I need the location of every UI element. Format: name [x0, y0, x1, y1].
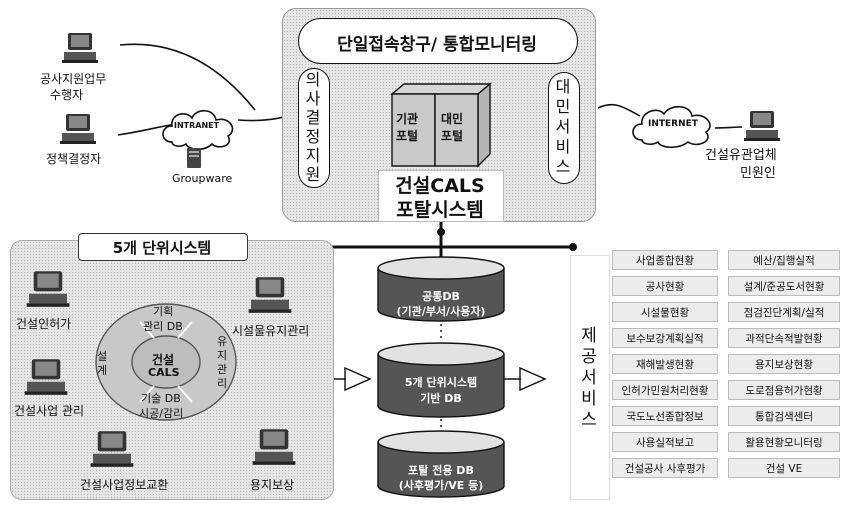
node-label-exchange: 건설사업정보교환: [80, 478, 169, 492]
public-service-pill: [548, 72, 580, 184]
portal-cube: [390, 82, 492, 168]
node-label-permit: 건설인허가: [16, 317, 72, 331]
computer-icon: [90, 431, 134, 467]
service-item: 예산/집행실적: [728, 250, 840, 270]
services-title-box: [570, 255, 610, 500]
server-icon: [187, 148, 201, 168]
external-user-pc: [742, 110, 782, 146]
external-user-label-2: 민원인: [740, 166, 776, 181]
ring-center-2: CALS: [148, 366, 180, 379]
ring-left: 설계: [96, 350, 108, 377]
portal-title: 단일접속창구/ 통합모니터링: [337, 35, 537, 55]
ring-top-1: 기획: [153, 305, 174, 318]
groupware-label: Groupware: [172, 172, 233, 185]
db-common-line2: (기관/부서/사용자): [396, 305, 486, 318]
service-item: 시설물현황: [612, 302, 718, 322]
service-item: 건설 VE: [728, 458, 840, 478]
node-pc-maintenance: [246, 276, 294, 318]
internet-label: INTERNET: [648, 119, 698, 129]
computer-icon: [62, 33, 98, 63]
user-label-policy: 정책결정자: [46, 152, 102, 166]
service-item: 사용실적보고: [612, 432, 718, 452]
node-pc-exchange: [88, 430, 136, 472]
portal-caption-line1: 건설CALS: [395, 175, 485, 197]
db-common-line1: 공통DB: [422, 290, 460, 303]
service-item: 사업종합현황: [612, 250, 718, 270]
ring-center-1: 건설: [152, 353, 175, 367]
service-item: 통합검색센터: [728, 406, 840, 426]
computer-icon: [248, 277, 292, 313]
service-item: 건설공사 사후평가: [612, 458, 718, 478]
cals-ring: [95, 303, 237, 421]
intranet-label: INTRANET: [174, 121, 220, 130]
ring-top-2: 관리 DB: [143, 320, 183, 333]
node-pc-project: [22, 358, 70, 400]
agency-portal-line2: 포털: [396, 129, 419, 143]
service-item: 도로점용허가현황: [728, 380, 840, 400]
public-service-label: 대민서비스: [555, 77, 571, 176]
user-pc-2: [58, 113, 98, 149]
unit-systems-title-box: [78, 233, 248, 261]
external-user-label-1: 건설유관업체: [705, 148, 777, 163]
services-title: 제공서비스: [581, 326, 597, 430]
portal-title-pill: [298, 18, 578, 64]
public-portal-line1: 대민: [441, 112, 464, 126]
decision-support-pill: [298, 68, 330, 188]
ring-bottom-2: 시공/감리: [139, 407, 184, 420]
node-label-project: 건설사업 관리: [14, 404, 85, 418]
service-item: 점검진단계획/실적: [728, 302, 840, 322]
ring-right: 유지관리: [216, 335, 228, 390]
unit-systems-title: 5개 단위시스템: [112, 239, 212, 257]
db-portal-line2: (사후평가/VE 등): [398, 479, 484, 492]
node-pc-permit: [24, 270, 72, 312]
user-label-staff-1: 공사지원업무: [40, 72, 107, 86]
computer-icon: [26, 271, 70, 307]
service-item: 보수보강계획실적: [612, 328, 718, 348]
computer-icon: [24, 359, 68, 395]
node-label-land: 용지보상: [250, 478, 295, 492]
database-cylinders: [377, 256, 505, 498]
service-item: 용지보상현황: [728, 354, 840, 374]
service-item: 활용현황모니터링: [728, 432, 840, 452]
computer-icon: [252, 429, 296, 465]
node-pc-land: [250, 428, 298, 470]
groupware-server: [185, 147, 203, 173]
db-portal-line1: 포탈 전용 DB: [408, 464, 474, 477]
service-item: 공사현황: [612, 276, 718, 296]
service-item: 인허가민원처리현황: [612, 380, 718, 400]
service-item: 설계/준공도서현황: [728, 276, 840, 296]
service-item: 과적단속적발현황: [728, 328, 840, 348]
node-label-maintenance: 시설물유지관리: [232, 324, 310, 338]
portal-caption-box: [378, 170, 504, 222]
decision-support-label: 의사결정지원: [305, 70, 321, 184]
service-item: 재해발생현황: [612, 354, 718, 374]
user-pc-1: [60, 32, 100, 68]
internet-cloud: [632, 105, 711, 149]
db-unit-line1: 5개 단위시스템: [404, 376, 478, 389]
db-unit-line2: 기반 DB: [420, 392, 462, 405]
service-item: 국도노선종합정보: [612, 406, 718, 426]
computer-icon: [744, 111, 780, 141]
user-label-staff-2: 수행자: [50, 88, 84, 102]
ring-bottom-1: 기술 DB: [141, 392, 181, 405]
intranet-cloud: [162, 109, 234, 151]
agency-portal-line1: 기관: [396, 112, 419, 126]
computer-icon: [60, 114, 96, 144]
public-portal-line2: 포털: [441, 129, 464, 143]
portal-caption-line2: 포탈시스템: [396, 199, 484, 221]
